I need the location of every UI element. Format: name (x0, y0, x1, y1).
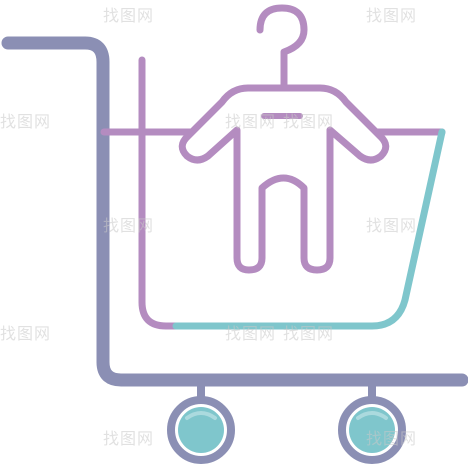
cart-frame (1, 36, 468, 387)
watermark-10: 找图网 (283, 324, 335, 343)
watermark-12: 找图网 (366, 429, 418, 448)
watermark-2: 找图网 (366, 6, 418, 25)
left-wheel (167, 396, 235, 464)
basket-left-side (138, 128, 180, 330)
hanger-hook (256, 4, 308, 90)
watermark-8: 找图网 (0, 324, 52, 343)
watermark-5: 找图网 (283, 112, 335, 131)
watermark-4: 找图网 (225, 112, 277, 131)
watermark-6: 找图网 (103, 216, 155, 235)
basket-right-side (172, 128, 446, 330)
right-wheel (338, 396, 406, 464)
watermark-11: 找图网 (103, 429, 155, 448)
watermark-9: 找图网 (225, 324, 277, 343)
watermark-3: 找图网 (0, 112, 52, 131)
baby-onesie (178, 84, 390, 274)
watermark-7: 找图网 (366, 216, 418, 235)
watermark-1: 找图网 (103, 6, 155, 25)
